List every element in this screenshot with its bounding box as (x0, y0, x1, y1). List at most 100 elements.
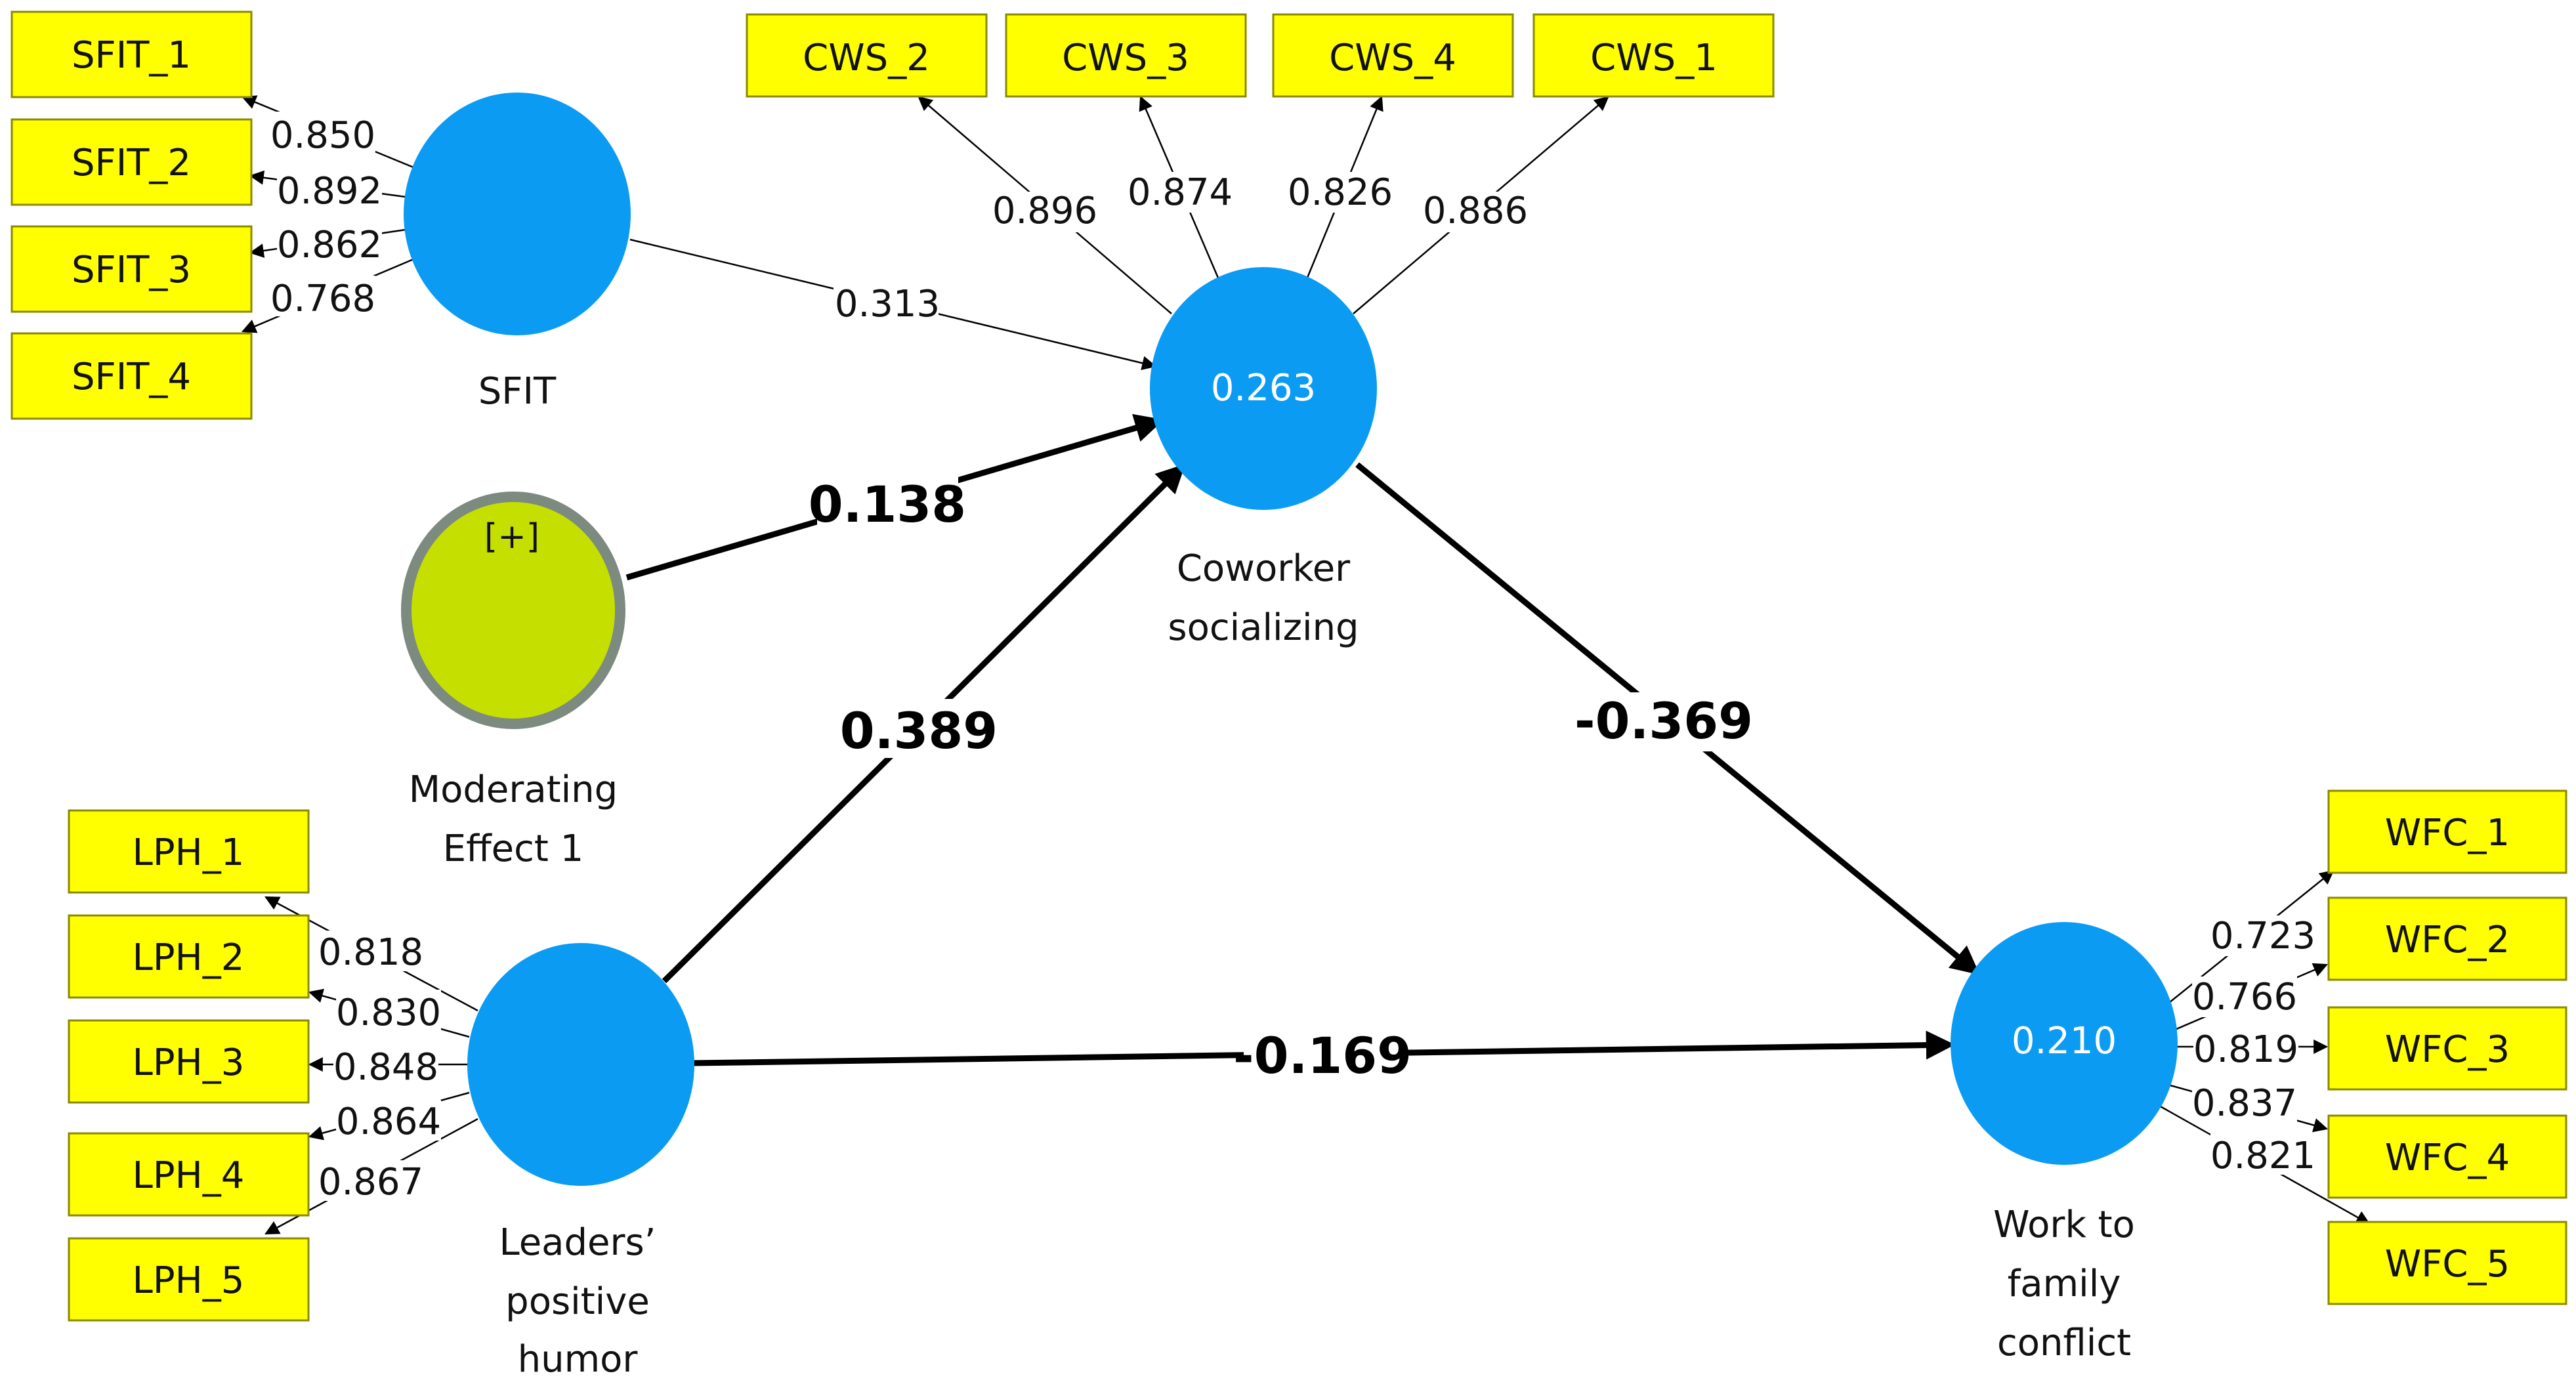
latent-coworker-socializing[interactable]: 0.263 (1150, 267, 1377, 510)
indicator-cws-3-label: CWS_3 (1062, 37, 1189, 79)
indicator-sfit-3: SFIT_3 (11, 225, 253, 313)
loading-label-lph-1: 0.818 (318, 931, 423, 974)
indicator-wfc-2: WFC_2 (2327, 896, 2567, 981)
wfc-r2: 0.210 (2012, 1020, 2117, 1062)
svg-text:-0.369: -0.369 (1574, 692, 1753, 750)
svg-text:0.830: 0.830 (336, 992, 441, 1034)
latent-moderating-label-line1: Moderating (409, 768, 618, 811)
path-coef-lph-to-cws: 0.389 (840, 699, 998, 760)
svg-text:0.886: 0.886 (1423, 190, 1528, 232)
indicator-cws-3: CWS_3 (1005, 13, 1247, 98)
svg-text:0.723: 0.723 (2210, 915, 2315, 957)
svg-text:0.766: 0.766 (2192, 976, 2297, 1018)
latent-lph-label-line1: Leaders’ (499, 1221, 656, 1264)
indicator-lph-4: LPH_4 (68, 1132, 310, 1217)
loading-label-sfit-1: 0.850 (270, 112, 375, 157)
indicator-wfc-1-label: WFC_1 (2385, 812, 2510, 854)
loading-label-lph-3: 0.848 (333, 1045, 438, 1089)
svg-text:0.819: 0.819 (2193, 1028, 2298, 1071)
indicator-lph-2-label: LPH_2 (133, 936, 245, 979)
indicator-cws-2-label: CWS_2 (803, 37, 930, 79)
indicator-sfit-4: SFIT_4 (11, 332, 253, 420)
latent-moderating-label-line2: Effect 1 (443, 828, 584, 870)
svg-text:0.867: 0.867 (318, 1161, 423, 1204)
indicator-cws-4-label: CWS_4 (1329, 37, 1456, 79)
indicator-cws-2: CWS_2 (746, 13, 988, 98)
loading-label-sfit-3: 0.862 (277, 222, 382, 266)
indicator-sfit-1: SFIT_1 (11, 10, 253, 98)
indicator-wfc-5: WFC_5 (2327, 1221, 2567, 1305)
latent-sfit[interactable] (404, 93, 631, 335)
indicator-lph-5: LPH_5 (68, 1237, 310, 1322)
loading-label-lph-2: 0.830 (336, 990, 441, 1034)
svg-text:0.837: 0.837 (2192, 1082, 2297, 1125)
loading-label-wfc-2: 0.766 (2192, 976, 2297, 1018)
indicator-sfit-3-label: SFIT_3 (72, 249, 191, 291)
indicator-wfc-4-label: WFC_4 (2385, 1137, 2510, 1179)
svg-text:-0.169: -0.169 (1233, 1026, 1412, 1085)
indicator-wfc-2-label: WFC_2 (2385, 919, 2510, 961)
latent-leaders-positive-humor[interactable] (467, 943, 694, 1186)
svg-text:0.313: 0.313 (835, 283, 940, 326)
path-coef-sfit-to-cws: 0.313 (834, 282, 940, 326)
loading-label-wfc-5: 0.821 (2210, 1134, 2315, 1177)
latent-cws-label-line2: socializing (1168, 606, 1359, 649)
svg-text:0.862: 0.862 (277, 224, 382, 266)
indicator-lph-3-label: LPH_3 (133, 1041, 245, 1084)
indicator-lph-1-label: LPH_1 (133, 831, 245, 874)
loading-label-lph-4: 0.864 (336, 1100, 441, 1143)
loading-label-lph-5: 0.867 (318, 1160, 423, 1204)
indicator-sfit-2-label: SFIT_2 (72, 142, 191, 184)
moderating-marker: [+] (484, 517, 539, 556)
loading-label-sfit-2: 0.892 (277, 167, 382, 213)
svg-text:0.864: 0.864 (336, 1101, 441, 1143)
indicator-cws-1-label: CWS_1 (1590, 37, 1718, 79)
svg-text:0.389: 0.389 (840, 702, 998, 760)
indicator-wfc-4: WFC_4 (2327, 1114, 2567, 1199)
indicator-wfc-1: WFC_1 (2327, 789, 2567, 874)
svg-text:0.848: 0.848 (333, 1046, 438, 1089)
loading-label-wfc-4: 0.837 (2192, 1082, 2297, 1125)
loading-label-cws-3: 0.874 (1128, 171, 1233, 214)
path-coef-lph-to-wfc: -0.169 (1233, 1026, 1412, 1086)
latent-work-to-family-conflict[interactable]: 0.210 (1951, 922, 2178, 1165)
svg-text:0.821: 0.821 (2210, 1135, 2315, 1177)
indicator-cws-4: CWS_4 (1272, 13, 1514, 98)
indicator-wfc-3-label: WFC_3 (2385, 1028, 2510, 1071)
latent-cws-label-line1: Coworker (1177, 547, 1351, 590)
latent-wfc-label-line2: family (2008, 1263, 2121, 1305)
indicator-cws-1: CWS_1 (1532, 13, 1775, 98)
loading-label-cws-1: 0.886 (1423, 190, 1528, 232)
indicator-lph-5-label: LPH_5 (133, 1259, 245, 1302)
latent-wfc-label-line1: Work to (1993, 1204, 2135, 1246)
latent-lph-label-line2: positive (505, 1280, 650, 1323)
indicator-wfc-3: WFC_3 (2327, 1006, 2567, 1091)
indicator-lph-4-label: LPH_4 (133, 1154, 245, 1197)
loading-label-wfc-3: 0.819 (2193, 1028, 2298, 1071)
path-coef-moderating-to-cws: 0.138 (809, 472, 966, 534)
cws-r2: 0.263 (1211, 367, 1316, 410)
indicator-sfit-1-label: SFIT_1 (72, 34, 191, 77)
svg-text:0.138: 0.138 (809, 475, 966, 534)
loading-label-wfc-1: 0.723 (2210, 915, 2315, 957)
indicator-lph-2: LPH_2 (68, 914, 310, 999)
path-coef-cws-to-wfc: -0.369 (1574, 692, 1753, 751)
svg-text:0.826: 0.826 (1288, 171, 1393, 214)
indicator-wfc-5-label: WFC_5 (2385, 1243, 2510, 1286)
svg-text:0.874: 0.874 (1128, 171, 1233, 214)
indicator-sfit-2: SFIT_2 (11, 118, 253, 206)
latent-moderating-effect[interactable]: [+] (401, 492, 625, 729)
latent-sfit-label: SFIT (478, 370, 557, 413)
indicator-sfit-4-label: SFIT_4 (72, 356, 191, 398)
svg-text:0.818: 0.818 (318, 931, 423, 974)
indicator-lph-1: LPH_1 (68, 809, 310, 894)
latent-wfc-label-line3: conflict (1997, 1322, 2131, 1364)
svg-text:0.850: 0.850 (270, 114, 375, 157)
indicator-lph-3: LPH_3 (68, 1019, 310, 1104)
loading-label-cws-4: 0.826 (1288, 171, 1393, 214)
svg-text:0.892: 0.892 (277, 170, 382, 213)
latent-lph-label-line3: humor (518, 1338, 639, 1381)
loading-label-cws-2: 0.896 (992, 190, 1097, 232)
